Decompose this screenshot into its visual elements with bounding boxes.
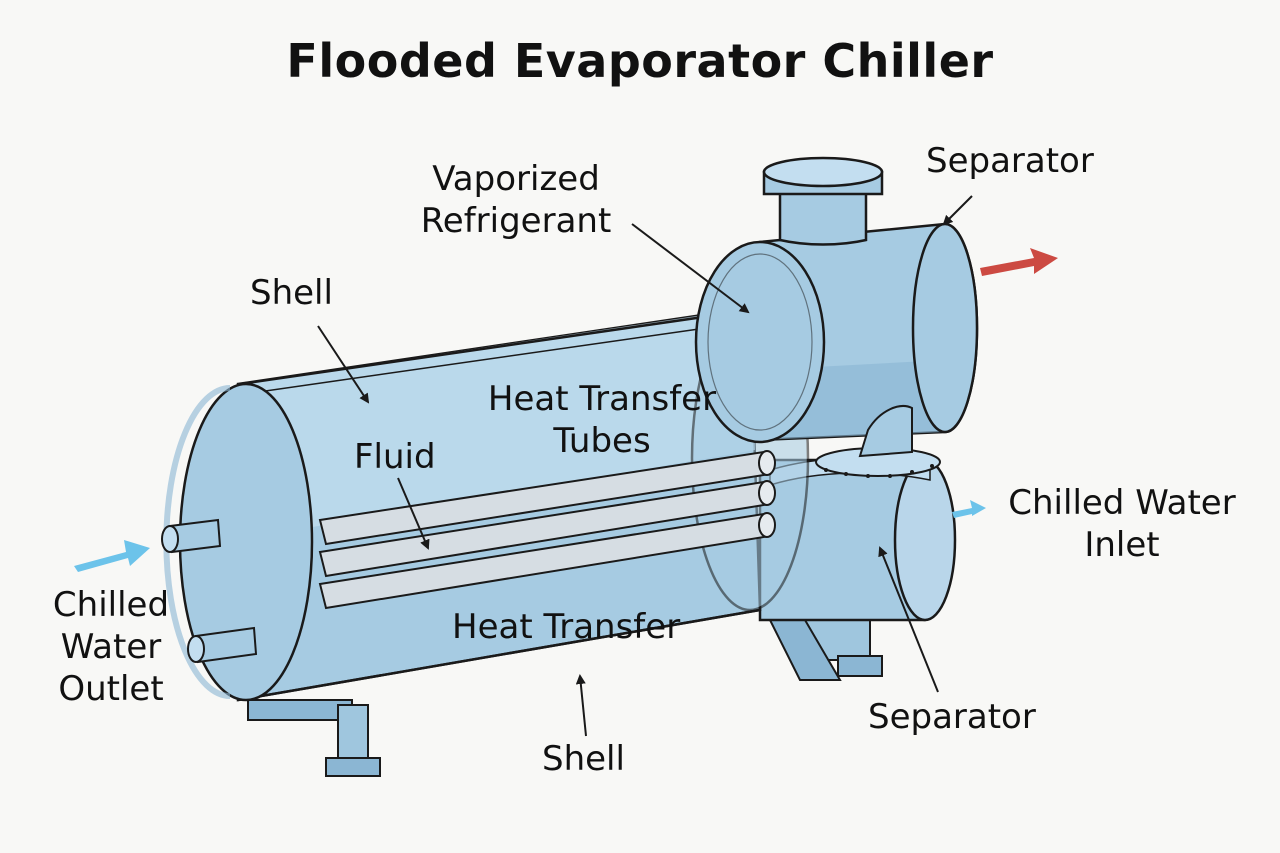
label-line: Chilled Water bbox=[1008, 483, 1236, 523]
label-heat-transfer: Heat Transfer bbox=[452, 607, 681, 647]
leader-separator-top bbox=[942, 195, 973, 226]
label-chilled-water-inlet: Chilled Water Inlet bbox=[994, 482, 1250, 566]
heat-transfer-tubes bbox=[318, 450, 776, 610]
leader-separator-bottom bbox=[878, 546, 939, 693]
label-line: Chilled bbox=[52, 585, 170, 625]
leader-shell-bottom bbox=[575, 674, 587, 737]
label-separator-bottom: Separator bbox=[868, 697, 1036, 737]
leader-shell-top bbox=[317, 325, 370, 404]
outlet-nozzle-lower bbox=[187, 626, 258, 664]
label-shell-bottom: Shell bbox=[542, 739, 625, 779]
label-separator-top: Separator bbox=[926, 141, 1094, 181]
outlet-nozzle-upper bbox=[161, 518, 222, 554]
leader-vaporized-refrigerant bbox=[631, 223, 750, 314]
leader-fluid bbox=[397, 477, 430, 550]
label-line: Inlet bbox=[1084, 525, 1160, 565]
label-line: Water bbox=[60, 627, 162, 667]
page-title: Flooded Evaporator Chiller bbox=[286, 34, 994, 88]
label-line: Tubes bbox=[553, 421, 651, 461]
tube-1 bbox=[318, 450, 776, 546]
refrigerant-out-arrow bbox=[980, 248, 1058, 276]
label-line: Heat Transfer bbox=[487, 379, 717, 419]
label-line: Outlet bbox=[58, 669, 164, 709]
chilled-water-outlet-arrow bbox=[74, 540, 150, 572]
label-line: Vaporized bbox=[432, 159, 600, 199]
label-line: Refrigerant bbox=[420, 201, 612, 241]
upper-separator-drum bbox=[694, 222, 979, 458]
tube-2 bbox=[318, 480, 776, 578]
vapor-outlet-pipe bbox=[762, 156, 884, 246]
label-heat-transfer-tubes: Heat Transfer Tubes bbox=[478, 378, 726, 462]
label-shell-top: Shell bbox=[250, 273, 333, 313]
label-fluid: Fluid bbox=[354, 437, 436, 477]
label-chilled-water-outlet: Chilled Water Outlet bbox=[34, 584, 188, 710]
lower-separator-drum bbox=[758, 447, 957, 622]
label-vaporized-refrigerant: Vaporized Refrigerant bbox=[404, 158, 628, 242]
chilled-water-inlet-arrow bbox=[952, 500, 986, 518]
main-shell-foot-left bbox=[247, 699, 381, 777]
tube-3 bbox=[318, 512, 776, 610]
